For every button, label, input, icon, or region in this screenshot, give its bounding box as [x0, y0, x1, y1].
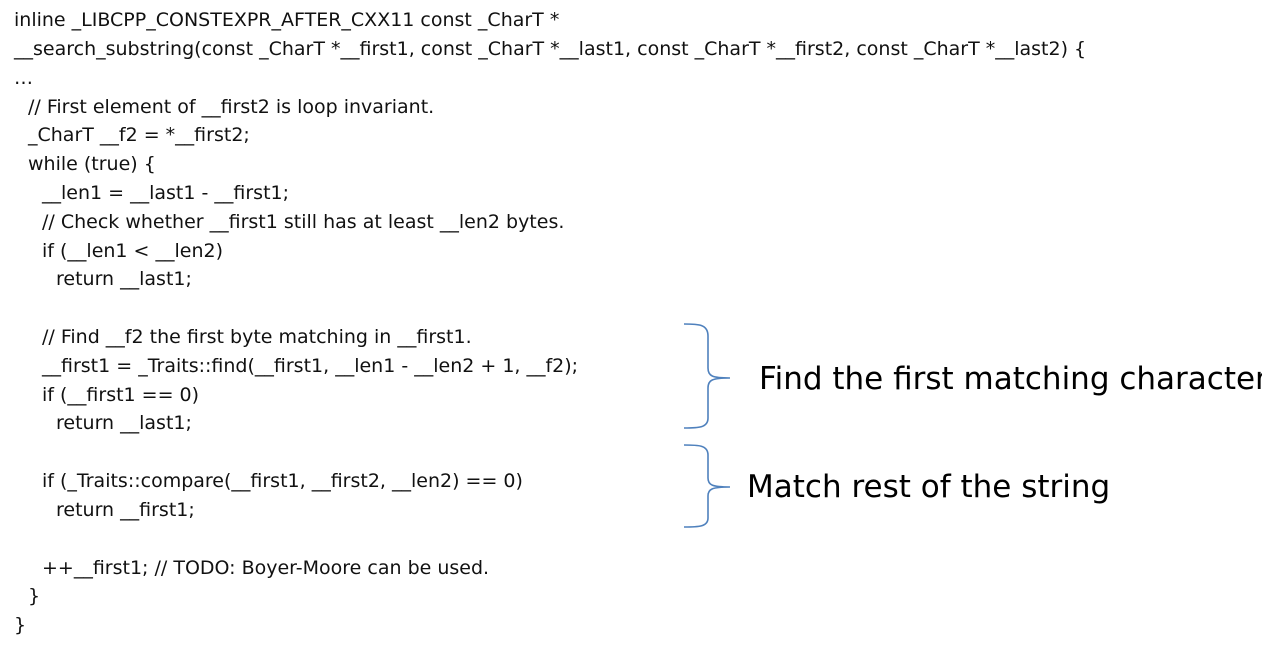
code-line-comment-invariant: // First element of __first2 is loop inv…	[28, 96, 435, 118]
code-line-len1: __len1 = __last1 - __first1;	[42, 182, 290, 204]
code-line-comment-check: // Check whether __first1 still has at l…	[42, 211, 565, 233]
code-line-return-last-1: return __last1;	[56, 268, 192, 290]
code-line-return-first: return __first1;	[56, 499, 195, 521]
annotation-find-first: Find the first matching character	[759, 361, 1262, 397]
code-line-close-func: }	[14, 614, 27, 636]
brace-find-first	[683, 323, 731, 429]
code-line-if-null: if (__first1 == 0)	[42, 384, 200, 406]
code-line-signature-1: inline _LIBCPP_CONSTEXPR_AFTER_CXX11 con…	[14, 9, 560, 31]
code-line-ellipsis: …	[14, 67, 33, 89]
code-line-find-call: __first1 = _Traits::find(__first1, __len…	[42, 355, 579, 377]
code-line-while: while (true) {	[28, 153, 156, 175]
brace-match-rest	[683, 444, 731, 528]
code-line-if-compare: if (_Traits::compare(__first1, __first2,…	[42, 470, 523, 492]
code-line-close-while: }	[28, 585, 41, 607]
code-line-increment: ++__first1; // TODO: Boyer-Moore can be …	[42, 557, 490, 579]
code-line-if-len: if (__len1 < __len2)	[42, 240, 224, 262]
code-line-f2-decl: _CharT __f2 = *__first2;	[28, 124, 250, 146]
code-line-return-last-2: return __last1;	[56, 412, 192, 434]
code-line-comment-find: // Find __f2 the first byte matching in …	[42, 326, 472, 348]
annotation-match-rest: Match rest of the string	[747, 469, 1111, 505]
code-line-signature-2: __search_substring(const _CharT *__first…	[14, 38, 1087, 60]
